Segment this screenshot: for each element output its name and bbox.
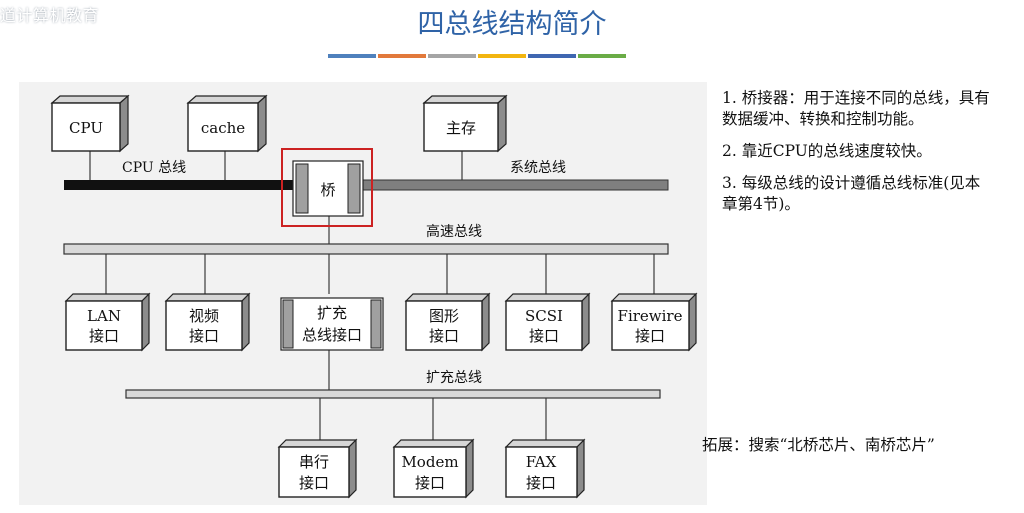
main-memory-label: 主存: [446, 119, 476, 137]
color-bar-2: [378, 54, 426, 58]
lan-label-2: 接口: [89, 327, 119, 345]
video-label-1: 视频: [189, 307, 219, 325]
cpu-box: CPU: [50, 94, 130, 153]
fax-label-2: 接口: [526, 474, 556, 492]
note-2: 2. 靠近CPU的总线速度较快。: [722, 142, 932, 160]
firewire-label-1: Firewire: [618, 307, 683, 325]
page-title: 四总线结构简介: [417, 9, 607, 40]
high-speed-bus: [63, 243, 669, 255]
system-bus: [361, 179, 669, 191]
modem-label-2: 接口: [415, 474, 445, 492]
cache-label: cache: [201, 119, 245, 137]
notes-panel: 1. 桥接器：用于连接不同的总线，具有数据缓冲、转换和控制功能。 2. 靠近CP…: [722, 88, 992, 226]
note-1: 1. 桥接器：用于连接不同的总线，具有数据缓冲、转换和控制功能。: [722, 89, 990, 128]
expansion-bus-label: 扩充总线: [426, 370, 482, 386]
firewire-label-2: 接口: [635, 327, 665, 345]
cpu-bus-label: CPU 总线: [122, 160, 186, 176]
bridge-label: 桥: [320, 181, 335, 199]
firewire-interface-box: Firewire 接口: [610, 292, 698, 352]
graphics-label-1: 图形: [429, 307, 459, 325]
scsi-interface-box: SCSI 接口: [504, 292, 591, 352]
fax-interface-box: FAX 接口: [504, 438, 586, 499]
video-interface-box: 视频 接口: [164, 292, 251, 352]
scsi-label-1: SCSI: [525, 307, 563, 325]
serial-label-1: 串行: [299, 453, 329, 471]
watermark-logo-text: 道计算机教育: [0, 6, 100, 25]
video-label-2: 接口: [189, 327, 219, 345]
cpu-bus: [64, 180, 300, 190]
color-bar-3: [428, 54, 476, 58]
fax-label-1: FAX: [526, 453, 557, 471]
color-bar-4: [478, 54, 526, 58]
system-bus-label: 系统总线: [510, 160, 566, 176]
color-bar-1: [328, 54, 376, 58]
graphics-label-2: 接口: [429, 327, 459, 345]
graphics-interface-box: 图形 接口: [404, 292, 491, 352]
expansion-interface-label-1: 扩充: [317, 304, 347, 322]
lan-label-1: LAN: [87, 307, 121, 325]
scsi-label-2: 接口: [529, 327, 559, 345]
main-memory-box: 主存: [422, 94, 508, 153]
modem-label-1: Modem: [401, 453, 458, 471]
lan-interface-box: LAN 接口: [64, 292, 151, 352]
color-bar-5: [528, 54, 576, 58]
high-speed-bus-label: 高速总线: [426, 223, 482, 240]
bridge-box: 桥: [292, 160, 364, 217]
cache-box: cache: [186, 94, 268, 153]
color-bar-6: [578, 54, 626, 58]
bridge-highlight-frame: [281, 148, 373, 227]
cpu-label: CPU: [69, 119, 103, 137]
note-3: 3. 每级总线的设计遵循总线标准(见本章第4节)。: [722, 174, 981, 213]
expansion-interface-label-2: 总线接口: [302, 326, 362, 344]
extension-note: 拓展：搜索“北桥芯片、南桥芯片”: [702, 436, 935, 454]
modem-interface-box: Modem 接口: [392, 438, 475, 499]
expansion-bus: [125, 389, 661, 399]
serial-interface-box: 串行 接口: [277, 438, 358, 499]
title-color-bars: [328, 54, 626, 58]
serial-label-2: 接口: [299, 474, 329, 492]
expansion-bus-interface-box: 扩充 总线接口: [280, 297, 384, 351]
